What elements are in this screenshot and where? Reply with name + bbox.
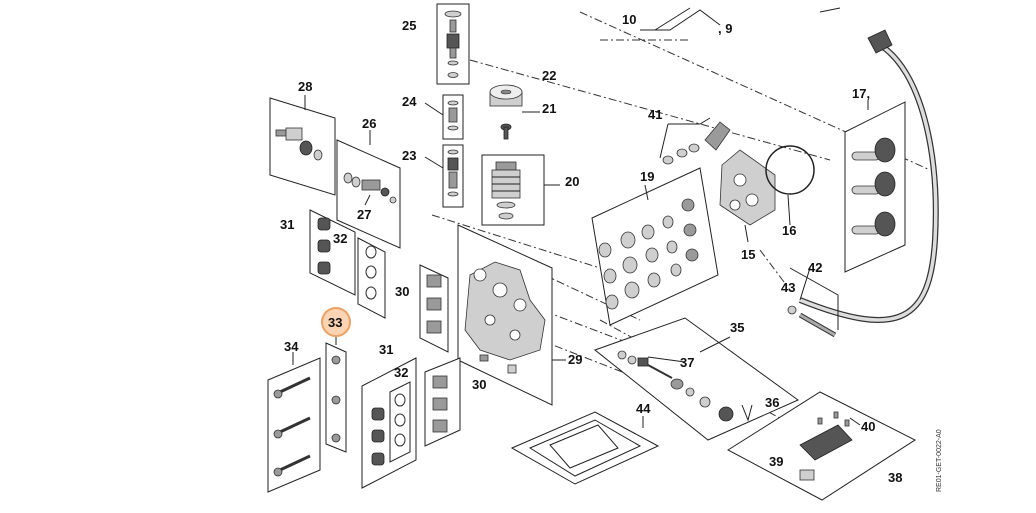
label-37[interactable]: 37 <box>680 355 694 370</box>
part-30-bottom <box>424 357 461 447</box>
part-15-16-head <box>719 145 815 243</box>
part-17-panel <box>844 100 906 273</box>
part-42-bracket <box>789 267 839 330</box>
label-15[interactable]: 15 <box>741 247 755 262</box>
part-41-group <box>659 117 731 165</box>
part-24-23-panels <box>424 94 464 208</box>
label-40[interactable]: 40 <box>861 419 875 434</box>
part-33-panel <box>325 333 347 453</box>
label-44[interactable]: 44 <box>636 401 651 416</box>
label-21[interactable]: 21 <box>542 101 556 116</box>
label-26[interactable]: 26 <box>362 116 376 131</box>
label-30b[interactable]: 30 <box>472 377 486 392</box>
label-16[interactable]: 16 <box>782 223 796 238</box>
part-29-pump-body <box>457 224 566 406</box>
label-10[interactable]: 10 <box>622 12 636 27</box>
label-23[interactable]: 23 <box>402 148 416 163</box>
label-39[interactable]: 39 <box>769 454 783 469</box>
label-24[interactable]: 24 <box>402 94 417 109</box>
label-19[interactable]: 19 <box>640 169 654 184</box>
hose <box>787 29 939 338</box>
label-17[interactable]: 17, <box>852 86 870 101</box>
label-43[interactable]: 43 <box>781 280 795 295</box>
label-29[interactable]: 29 <box>568 352 582 367</box>
part-30-top <box>419 264 449 353</box>
part-35-37-36 <box>593 317 799 441</box>
label-31b[interactable]: 31 <box>379 342 393 357</box>
label-25[interactable]: 25 <box>402 18 416 33</box>
label-9[interactable]: , 9 <box>718 21 732 36</box>
label-28[interactable]: 28 <box>298 79 312 94</box>
part-25-panel <box>436 3 470 85</box>
label-33[interactable]: 33 <box>328 315 342 330</box>
part-44 <box>510 411 660 485</box>
label-38[interactable]: 38 <box>888 470 902 485</box>
label-30a[interactable]: 30 <box>395 284 409 299</box>
label-32b[interactable]: 32 <box>394 365 408 380</box>
part-10-9-leaders <box>640 7 841 31</box>
label-32a[interactable]: 32 <box>333 231 347 246</box>
label-20[interactable]: 20 <box>565 174 579 189</box>
part-19-panel <box>591 167 719 326</box>
highlight-circle-33 <box>321 307 351 337</box>
label-31a[interactable]: 31 <box>280 217 294 232</box>
part-26-27-panel <box>336 130 401 249</box>
label-42[interactable]: 42 <box>808 260 822 275</box>
label-22[interactable]: 22 <box>542 68 556 83</box>
part-34-panel <box>267 352 321 493</box>
label-34[interactable]: 34 <box>284 339 299 354</box>
part-22-21 <box>489 84 540 140</box>
label-27[interactable]: 27 <box>357 207 371 222</box>
part-28-panel <box>269 95 336 196</box>
label-41[interactable]: 41 <box>648 107 662 122</box>
document-code: RE01-GET-0022-A0 <box>936 429 943 492</box>
part-20-panel <box>481 154 560 226</box>
part-31-32-bottom <box>361 357 417 489</box>
label-35[interactable]: 35 <box>730 320 744 335</box>
callout-labels[interactable]: 10 , 9 25 22 28 24 21 41 17, 26 23 20 19… <box>280 12 902 485</box>
label-36[interactable]: 36 <box>765 395 779 410</box>
part-38-39-40 <box>727 391 917 501</box>
part-31-32-top <box>309 209 386 319</box>
